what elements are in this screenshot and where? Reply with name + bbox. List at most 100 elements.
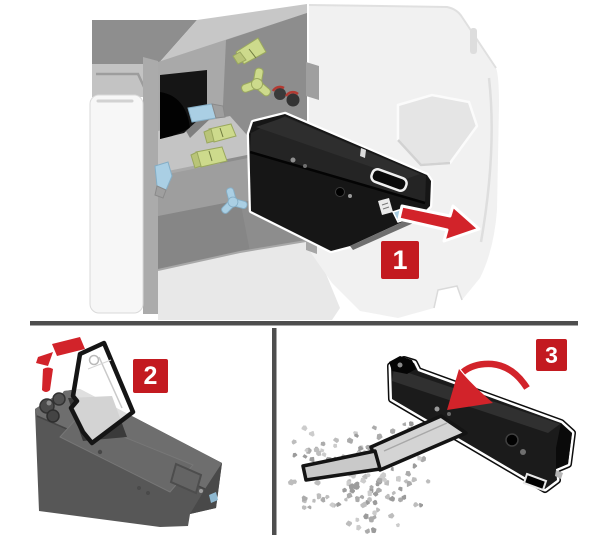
toner-dot — [366, 473, 371, 478]
toner-dot — [359, 494, 365, 500]
toner-dot — [301, 425, 308, 432]
toner-dot — [345, 520, 353, 527]
toner-dot — [309, 456, 315, 463]
toner-dot — [388, 512, 395, 519]
toner-dot — [411, 477, 417, 483]
toner-dot — [321, 452, 327, 458]
toner-dot — [348, 483, 355, 490]
bottle3-end-face — [556, 423, 572, 469]
blue-handle-icon — [187, 103, 226, 123]
toner-dot — [381, 477, 387, 483]
toner-dot — [417, 455, 423, 461]
shake-arrow — [447, 360, 530, 410]
toner-dot — [308, 430, 315, 437]
toner-dot — [354, 483, 360, 490]
toner-dot — [347, 437, 354, 444]
toner-dot — [329, 502, 335, 508]
toner-dot — [344, 497, 348, 502]
toner-dot — [304, 448, 309, 453]
toner-dot — [375, 487, 382, 494]
toner-dot — [413, 502, 419, 508]
green-handle-mid-icon — [203, 123, 237, 144]
toner-dot — [301, 495, 308, 502]
toner-dot — [367, 490, 373, 497]
toner-dot — [376, 433, 383, 441]
toner-dot — [419, 502, 423, 508]
waste-toner-bottle — [246, 111, 434, 254]
toner-dot — [333, 437, 339, 444]
toner-dot — [371, 425, 377, 431]
toner-dot — [367, 497, 373, 503]
toner-dot — [395, 523, 400, 528]
blue-handle-small-icon — [154, 161, 173, 199]
toner-dot — [291, 439, 297, 445]
open-lid-arrow — [36, 337, 85, 392]
panel-step-3 — [287, 356, 576, 534]
toner-dot — [398, 497, 404, 503]
toner-dot — [342, 487, 347, 493]
toner-dot — [312, 498, 316, 503]
horizontal-divider — [30, 321, 578, 326]
toner-dot — [307, 505, 312, 510]
bottle-lid-open — [68, 340, 136, 446]
bottle-label — [378, 198, 393, 215]
printer-front-panel — [89, 94, 144, 314]
toner-dot — [360, 501, 367, 509]
toner-dot — [360, 477, 367, 484]
toner-dot — [389, 495, 395, 502]
toner-dot — [390, 428, 396, 435]
toner-dot — [336, 501, 342, 507]
toner-dot — [425, 479, 431, 484]
toner-dot — [355, 496, 360, 503]
blue-knob-icon — [221, 187, 248, 214]
step-2-number: 2 — [143, 361, 158, 390]
toner-dot — [346, 492, 353, 499]
step-3-number: 3 — [545, 341, 558, 368]
pull-arrow — [397, 204, 481, 243]
toner-dot — [376, 477, 383, 484]
toner-dot — [406, 480, 413, 487]
toner-dot — [396, 475, 401, 482]
toner-dot — [320, 496, 326, 503]
tension-dials-icon — [271, 85, 300, 107]
bottle3-lid-open — [301, 414, 468, 482]
panel-step-1 — [89, 4, 499, 320]
toner-dot — [364, 528, 370, 534]
toner-dot — [369, 484, 374, 490]
toner-dot — [356, 524, 362, 531]
vertical-divider — [272, 328, 277, 535]
toner-dot — [292, 452, 298, 458]
toner-dot — [363, 513, 369, 520]
green-handle-low-icon — [190, 146, 228, 169]
toner-dot — [320, 441, 326, 447]
printer-top-deck — [158, 4, 307, 64]
toner-dot — [301, 505, 307, 510]
toner-dot — [287, 479, 295, 486]
toner-dot — [375, 482, 380, 487]
bottle-emptying — [387, 356, 576, 493]
toner-dot — [372, 499, 378, 506]
toner-dot — [358, 445, 364, 452]
toner-dot — [313, 447, 320, 453]
printer-front-band — [92, 64, 158, 97]
toner-dot — [412, 463, 418, 469]
toner-dot — [370, 527, 377, 534]
toner-dot — [402, 422, 407, 427]
panel-step-2 — [35, 337, 222, 527]
printer-base — [158, 240, 340, 320]
printer-corner-column — [143, 57, 158, 314]
toner-dot — [398, 486, 403, 492]
step-3-badge: 3 — [536, 339, 567, 371]
step-1-number: 1 — [392, 244, 408, 275]
toner-dot — [419, 455, 427, 463]
toner-dot — [355, 517, 360, 523]
toner-dot — [368, 516, 374, 523]
release-handles — [154, 37, 300, 214]
toner-dot — [314, 479, 321, 486]
box-recess — [169, 462, 203, 495]
toner-dot — [380, 472, 387, 479]
printer-roof-dark — [92, 20, 197, 64]
toner-dot — [325, 494, 330, 500]
